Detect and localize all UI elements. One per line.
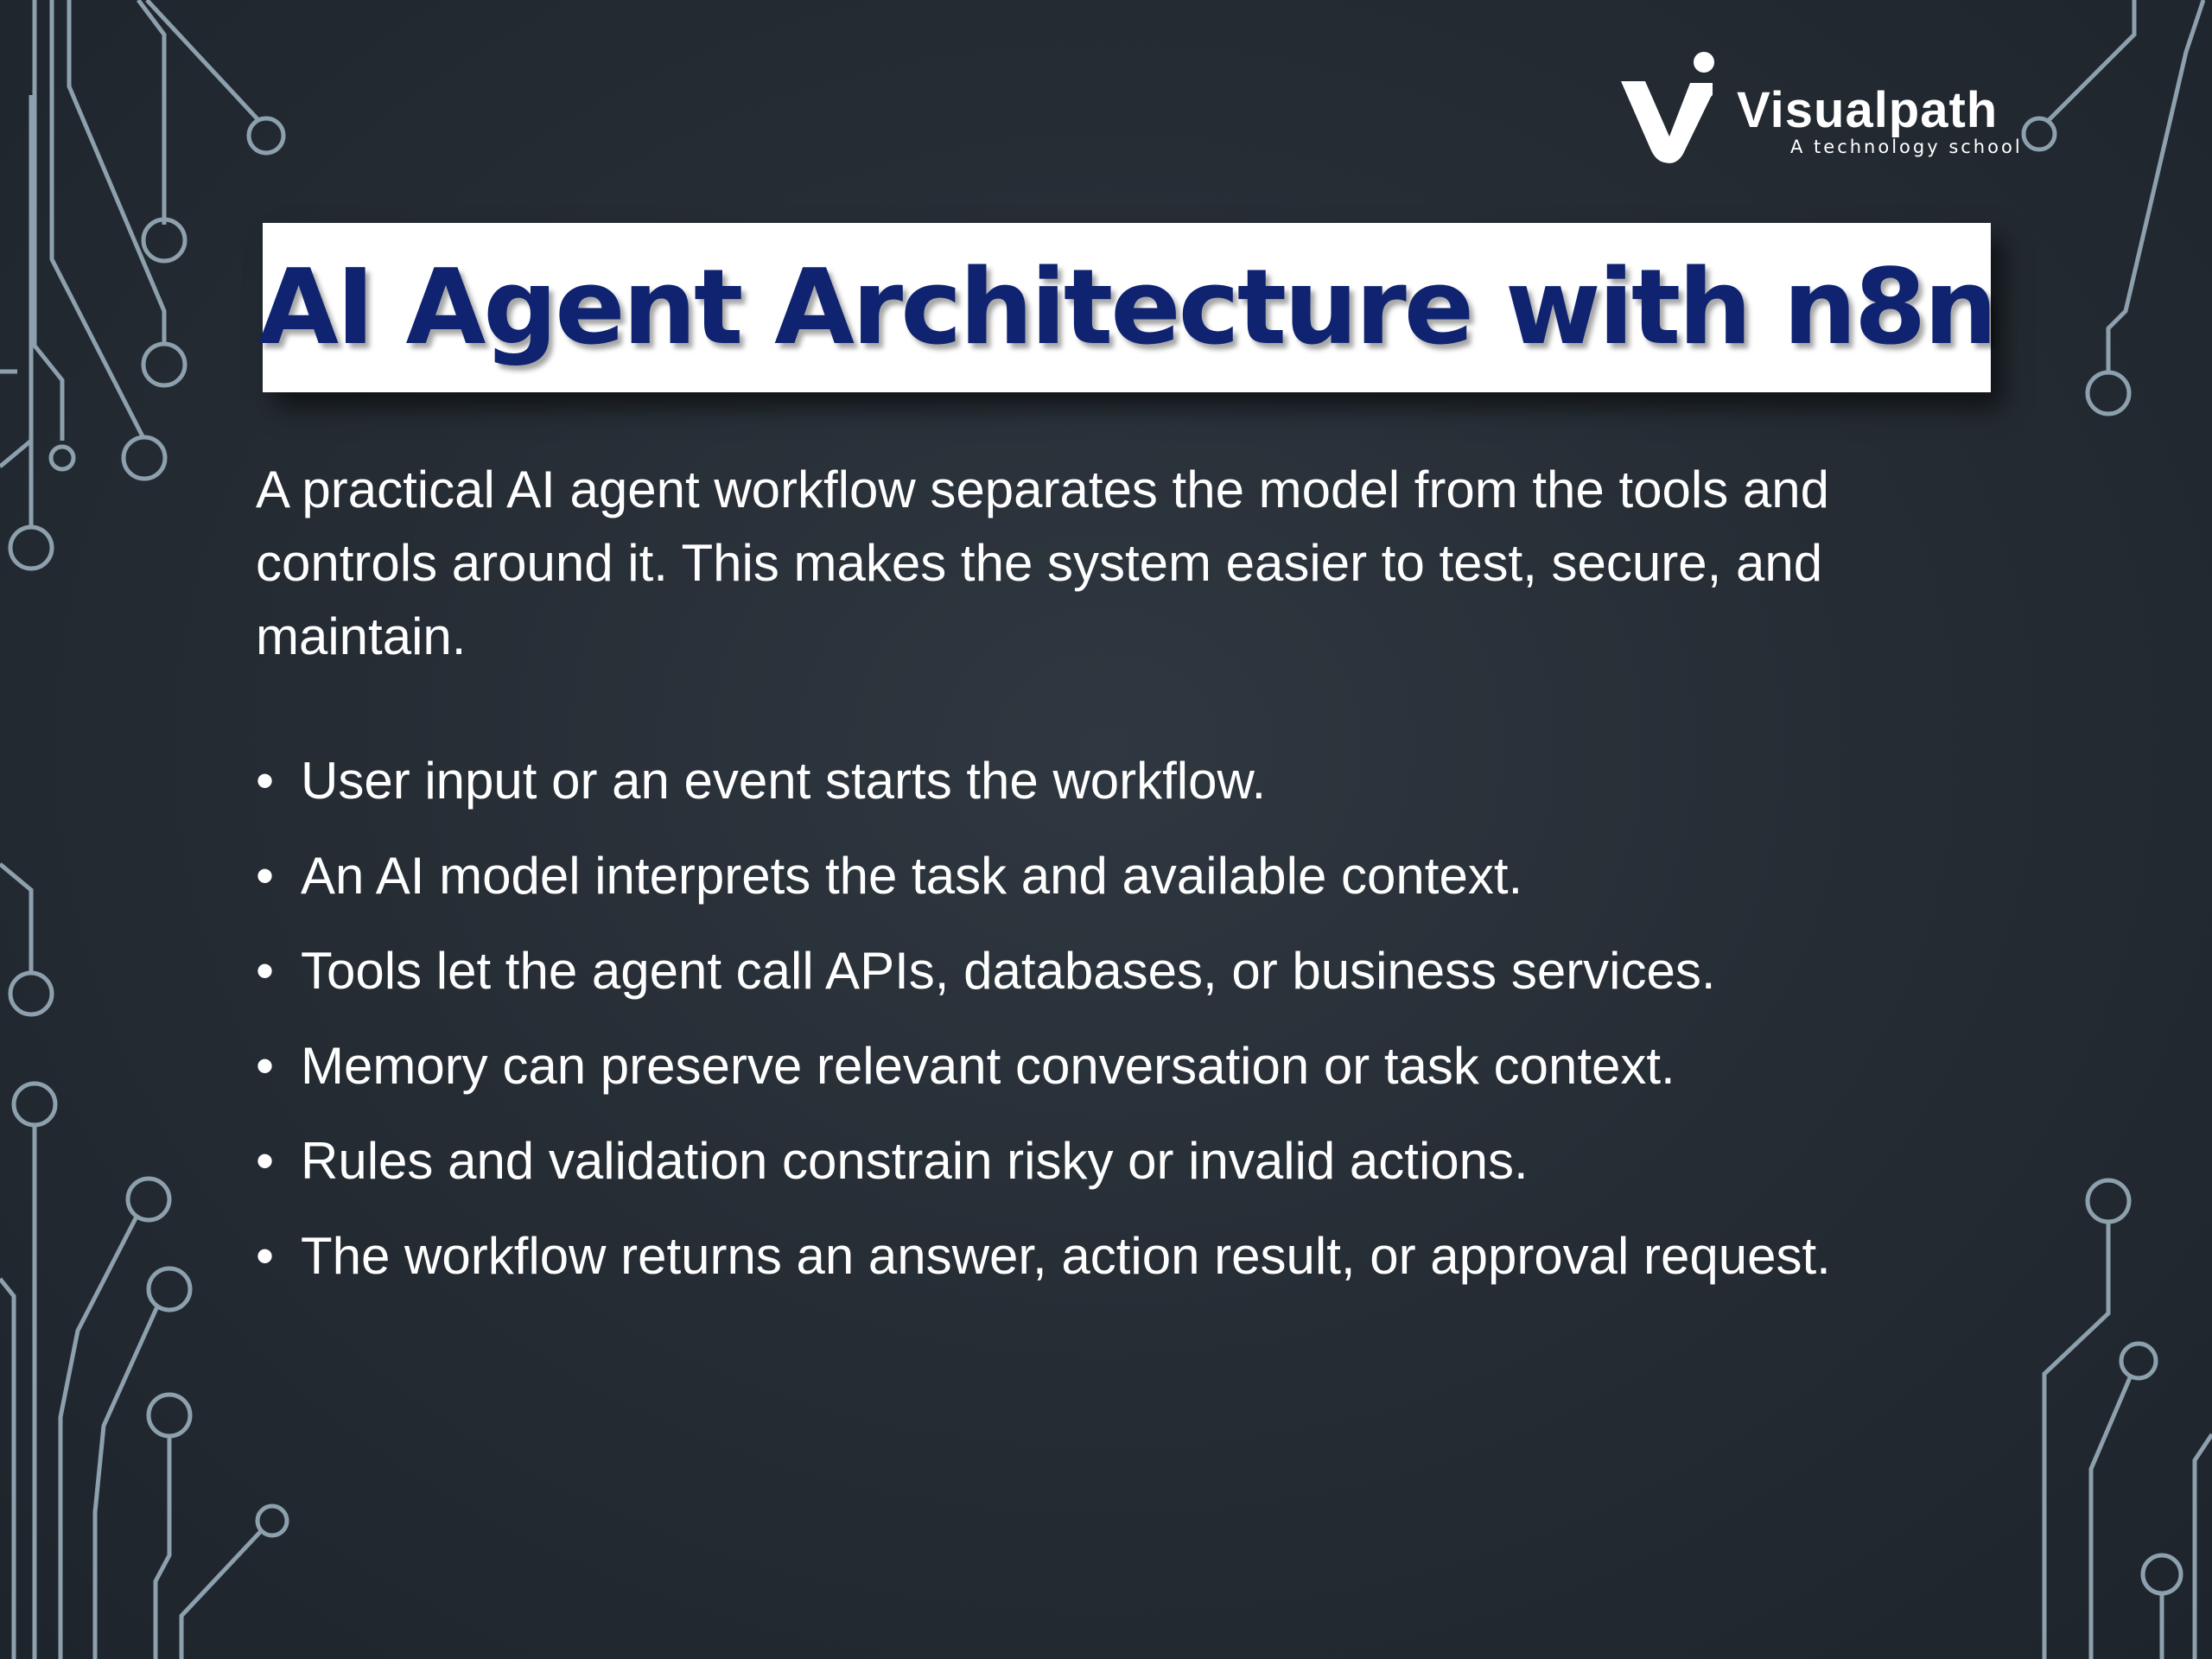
list-item: • User input or an event starts the work… — [256, 747, 1984, 842]
bullet-icon: • — [256, 1227, 275, 1285]
bullet-icon: • — [256, 1037, 275, 1095]
slide-title: AI Agent Architecture with n8n — [258, 247, 1998, 368]
title-banner: AI Agent Architecture with n8n — [258, 223, 1998, 392]
bullet-icon: • — [256, 847, 275, 905]
bullet-list: • User input or an event starts the work… — [256, 747, 1984, 1317]
bullet-icon: • — [256, 1132, 275, 1190]
bullet-text: User input or an event starts the workfl… — [301, 752, 1267, 810]
intro-paragraph: A practical AI agent workflow separates … — [256, 461, 1829, 665]
bullet-text: Tools let the agent call APIs, databases… — [301, 942, 1716, 1000]
brand-name: Visualpath — [1737, 82, 1999, 138]
bullet-text: Memory can preserve relevant conversatio… — [301, 1037, 1675, 1095]
list-item: • Rules and validation constrain risky o… — [256, 1127, 1984, 1222]
bullet-icon: • — [256, 752, 275, 810]
list-item: • An AI model interprets the task and av… — [256, 842, 1984, 937]
visualpath-logo: Visualpath A technology school — [1616, 50, 2020, 167]
bullet-text: An AI model interprets the task and avai… — [301, 847, 1523, 905]
visualpath-v-logo-icon — [1621, 52, 1714, 163]
bullet-text: Rules and validation constrain risky or … — [301, 1132, 1529, 1190]
brand-tagline: A technology school — [1790, 137, 2023, 157]
bullet-text: The workflow returns an answer, action r… — [301, 1227, 1831, 1285]
list-item: • Memory can preserve relevant conversat… — [256, 1032, 1984, 1127]
bullet-icon: • — [256, 942, 275, 1000]
list-item: • The workflow returns an answer, action… — [256, 1222, 1984, 1317]
list-item: • Tools let the agent call APIs, databas… — [256, 937, 1984, 1032]
